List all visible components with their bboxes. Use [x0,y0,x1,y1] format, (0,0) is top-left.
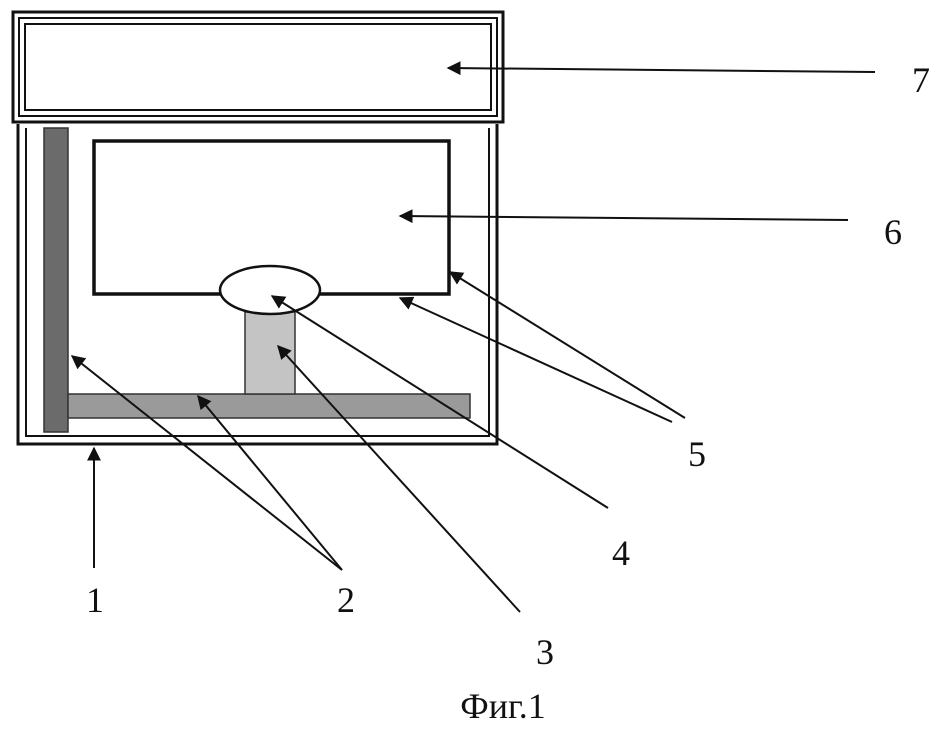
horizontal-shelf-2 [68,394,470,418]
label-5: 5 [688,434,706,474]
leader-2b [198,396,342,570]
leader-6 [400,216,848,220]
label-2: 2 [337,580,355,620]
ellipse-contact-4 [220,266,320,314]
top-unit-7 [13,12,503,122]
label-4: 4 [612,533,630,573]
vertical-wall-2 [44,128,68,432]
label-3: 3 [536,632,554,672]
label-7: 7 [912,60,930,100]
leader-5a [450,272,685,418]
leader-3 [278,346,520,612]
leader-7 [448,68,875,72]
figure-caption: Фиг.1 [460,686,545,726]
label-6: 6 [884,212,902,252]
leader-2a [72,356,342,570]
post-3 [245,312,295,394]
label-1: 1 [86,580,104,620]
